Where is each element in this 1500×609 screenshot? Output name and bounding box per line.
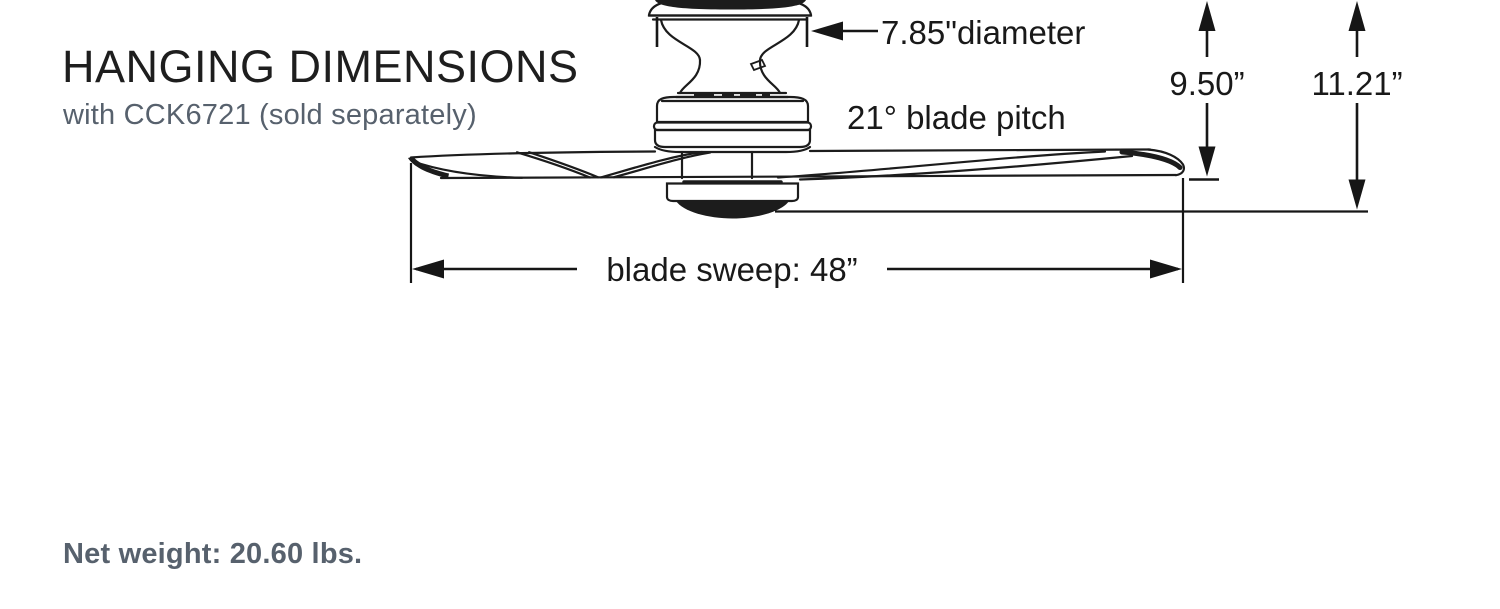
diameter-extension-ticks	[655, 17, 809, 47]
dimension-lines	[409, 1, 1368, 283]
overall-height-arrow-up	[1348, 1, 1366, 31]
net-weight-note: Net weight: 20.60 lbs.	[63, 538, 363, 570]
drop-height-label: 9.50”	[1169, 65, 1244, 102]
motor-ring-middle	[652, 121, 813, 132]
page-subtitle: with CCK6721 (sold separately)	[63, 99, 477, 131]
ceiling-fan-drawing	[408, 0, 1186, 219]
blade-hub	[680, 150, 754, 180]
motor-ring-lower	[653, 128, 812, 149]
mount-waist-right	[758, 18, 801, 95]
canopy-cap	[655, 0, 806, 10]
drop-height-arrow-up	[1198, 1, 1216, 31]
overall-height-arrow-down	[1348, 179, 1366, 210]
motor-collar-slots	[694, 92, 770, 97]
waist-screw	[749, 58, 767, 72]
light-kit-body	[665, 182, 800, 203]
diameter-arrowhead-left	[811, 21, 843, 41]
right-blade-tip-shade	[1119, 149, 1183, 170]
blade-pitch-label: 21° blade pitch	[847, 99, 1066, 136]
light-kit-lens	[676, 201, 789, 219]
left-blade-tip	[408, 156, 449, 179]
blade-sweep-label: blade sweep: 48”	[606, 251, 857, 288]
motor-bottom-taper	[653, 145, 812, 154]
blade-sweep-curves-right	[776, 150, 1134, 181]
drop-height-arrow-down	[1198, 146, 1216, 177]
page-title: HANGING DIMENSIONS	[62, 41, 579, 92]
blade-overlap-curves-left	[515, 151, 600, 179]
overall-height-label: 11.21”	[1311, 65, 1402, 102]
diameter-label: 7.85"diameter	[881, 14, 1085, 51]
right-blade-tip-outline	[1146, 148, 1186, 177]
blade-bottom-edge	[439, 173, 1178, 180]
blade-overlap-curves-center	[599, 150, 712, 179]
blade-sweep-arrow-right	[1150, 259, 1182, 279]
blade-sweep-extension-lines	[409, 163, 1185, 283]
mount-waist-left	[659, 18, 702, 95]
motor-ring-upper	[655, 95, 810, 124]
blade-sweep-arrow-left	[412, 259, 444, 279]
canopy-rim-lines	[647, 14, 813, 21]
left-blade-trailing-edge	[410, 159, 524, 179]
